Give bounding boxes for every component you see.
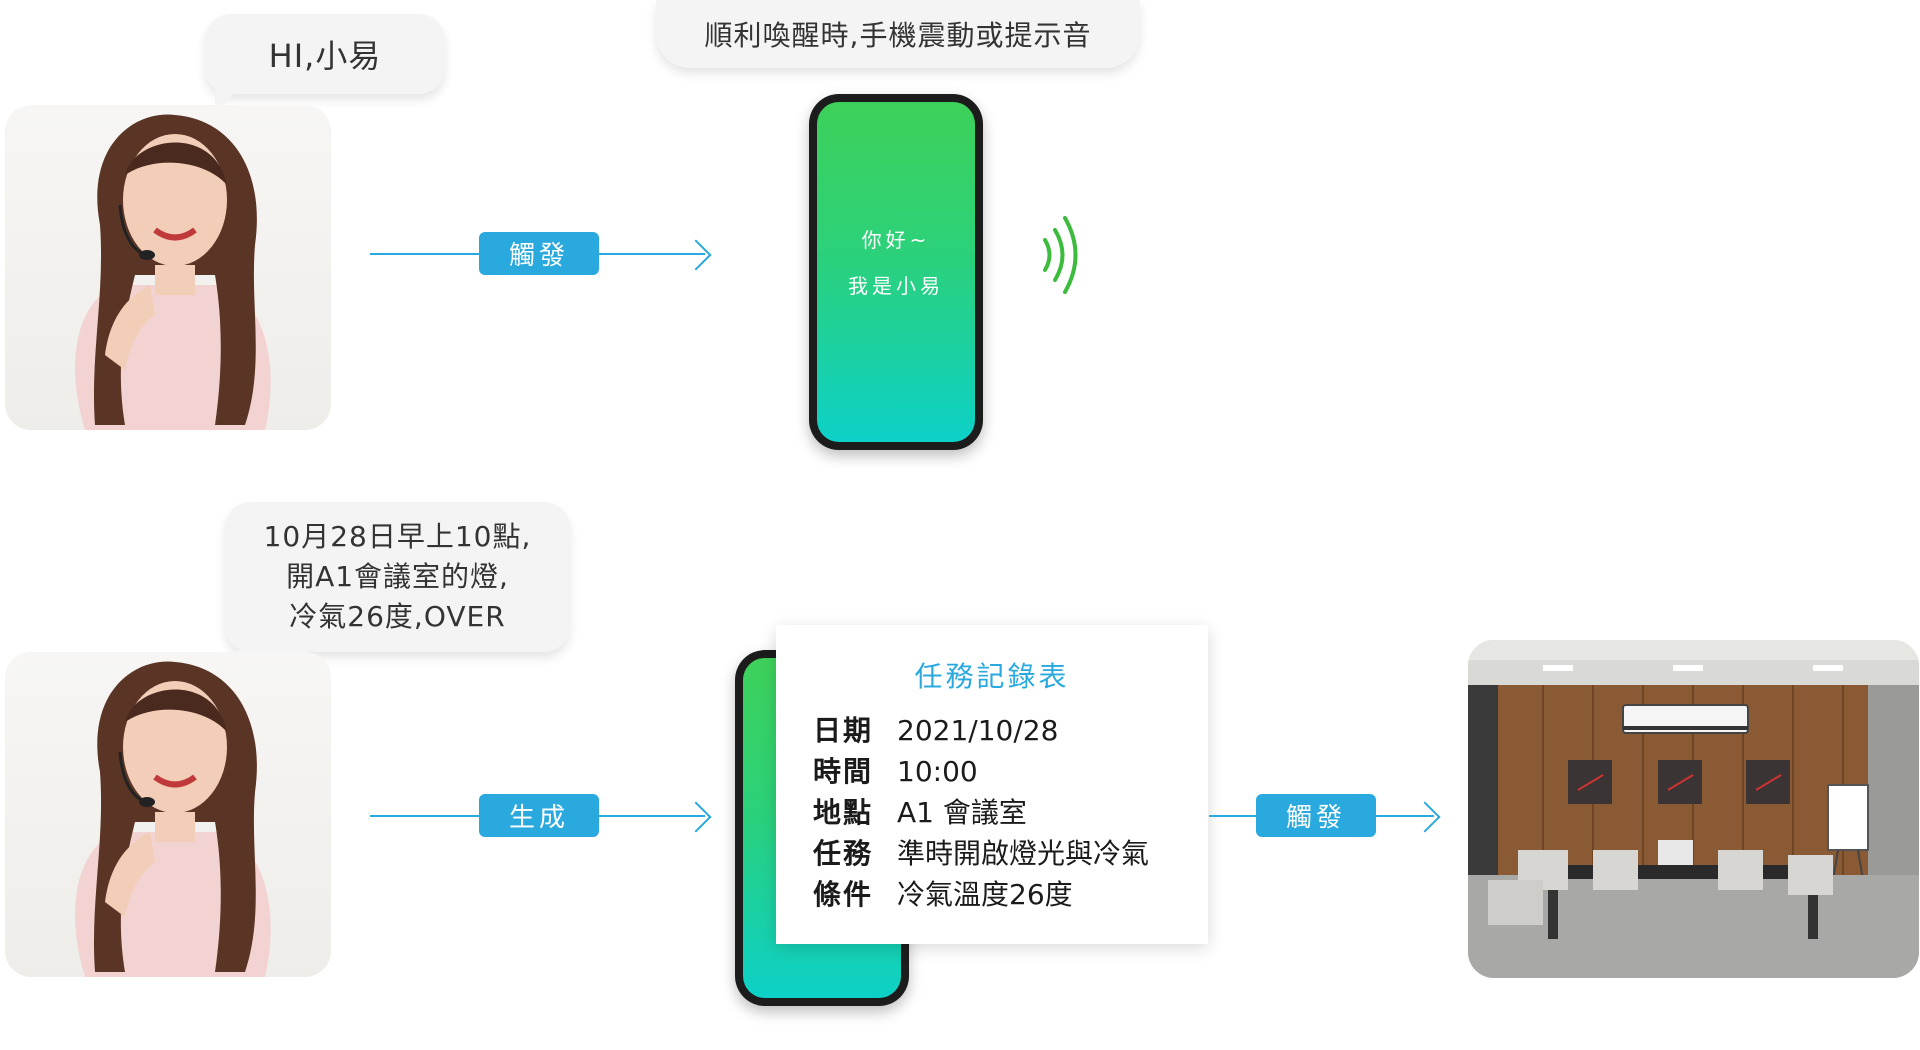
woman-with-headset-photo-2 <box>5 652 331 977</box>
trigger-tag-label: 觸發 <box>508 241 569 271</box>
card-row-label: 地點 <box>813 796 874 829</box>
woman-with-headset-photo-1 <box>5 105 331 430</box>
card-title: 任務記錄表 <box>914 660 1070 693</box>
card-row-value: 2021/10/28 <box>897 714 1059 747</box>
meeting-room-photo <box>1468 640 1919 978</box>
speech-command-line1: 10月28日早上10點, <box>263 520 532 553</box>
arrow-head-icon <box>680 239 712 271</box>
card-row-label: 時間 <box>813 755 874 788</box>
task-record-card: 任務記錄表 日期 2021/10/28 時間 10:00 地點 A1 會議室 任務準時… <box>776 625 1208 944</box>
card-row-condition: 條件冷氣溫度26度 <box>813 873 1073 913</box>
arrow-head-icon <box>1409 801 1441 833</box>
trigger-tag-label: 觸發 <box>1285 803 1346 833</box>
speech-command-line3: 冷氣26度,OVER <box>289 600 506 633</box>
speech-bubble-greeting: HI,小易 <box>205 14 445 114</box>
phone-greeting-line2: 我是小易 <box>848 274 944 298</box>
notification-note-bubble: 順利喚醒時,手機震動或提示音 <box>656 0 1140 68</box>
card-row-label: 條件 <box>813 878 874 911</box>
generate-tag-label: 生成 <box>508 803 569 833</box>
phone-greeting: 你好~ 我是小易 <box>809 94 983 450</box>
card-row-value: A1 會議室 <box>897 796 1027 829</box>
speech-bubble-command: 10月28日早上10點, 開A1會議室的燈, 冷氣26度,OVER <box>225 502 570 682</box>
vibration-icon <box>1043 216 1078 294</box>
card-row-date: 日期 2021/10/28 <box>813 709 1058 749</box>
trigger-tag-2: 觸發 <box>1256 794 1376 837</box>
speech-text-greeting: HI,小易 <box>268 37 382 75</box>
notification-note-text: 順利喚醒時,手機震動或提示音 <box>704 19 1092 52</box>
card-row-label: 日期 <box>813 714 874 747</box>
card-row-time: 時間 10:00 <box>813 750 978 790</box>
woman-illustration-1 <box>75 114 271 430</box>
phone-greeting-line1: 你好~ <box>861 228 931 252</box>
card-row-value: 準時開啟燈光與冷氣 <box>897 837 1150 870</box>
trigger-tag-1: 觸發 <box>479 232 599 275</box>
speech-command-line2: 開A1會議室的燈, <box>286 560 509 593</box>
arrow-head-icon <box>680 801 712 833</box>
card-row-label: 任務 <box>813 837 874 870</box>
meeting-room-illustration <box>1468 640 1919 978</box>
generate-tag: 生成 <box>479 794 599 837</box>
card-row-value: 冷氣溫度26度 <box>897 878 1073 911</box>
phone-screen: 你好~ 我是小易 <box>817 102 975 442</box>
card-row-task: 任務準時開啟燈光與冷氣 <box>813 832 1149 872</box>
card-row-value: 10:00 <box>897 755 978 788</box>
woman-illustration-2 <box>75 661 271 977</box>
card-row-location: 地點 A1 會議室 <box>813 791 1027 831</box>
